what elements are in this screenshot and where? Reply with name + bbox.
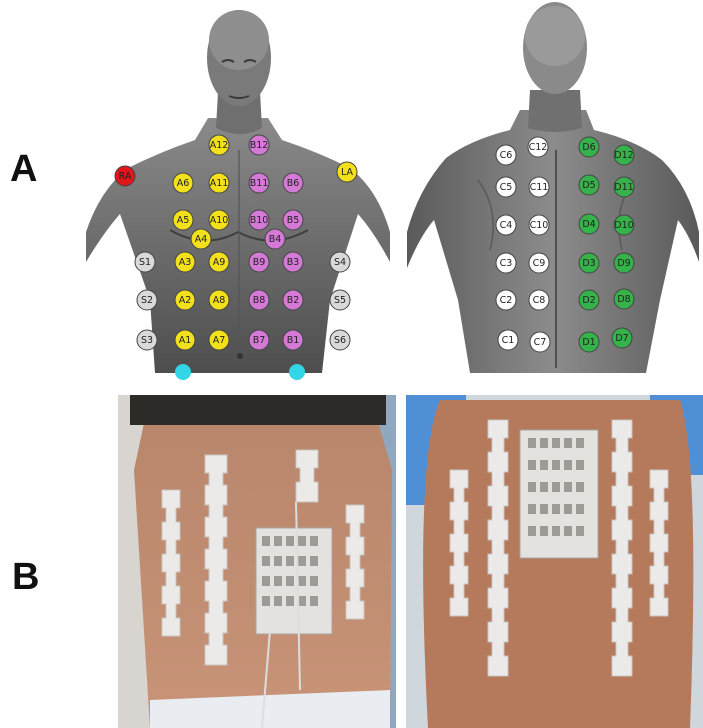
front-electrode-label-s6: S6 [334,335,346,346]
cyan-marker-2 [289,364,305,380]
back-electrode-label-c2: C2 [500,295,513,306]
front-electrode-label-a7: A7 [213,335,226,346]
front-electrode-label-b11: B11 [250,178,269,189]
front-electrode-label-a2: A2 [179,295,192,306]
front-electrode-label-a1: A1 [179,335,192,346]
front-electrode-label-b8: B8 [253,295,266,306]
front-electrode-label-b1: B1 [287,335,300,346]
front-electrode-label-a9: A9 [213,257,226,268]
back-electrode-label-c8: C8 [533,295,546,306]
back-electrode-label-d6: D6 [582,142,595,153]
back-electrode-label-d8: D8 [617,294,630,305]
front-electrode-label-a8: A8 [213,295,226,306]
front-electrode-label-s1: S1 [139,257,151,268]
back-electrode-label-d12: D12 [614,150,633,161]
back-body-model [407,2,699,373]
back-electrode-label-d10: D10 [614,220,633,231]
back-electrode-label-c1: C1 [502,335,515,346]
front-electrode-label-b6: B6 [287,178,300,189]
back-electrode-label-d2: D2 [582,295,595,306]
back-electrode-label-d5: D5 [582,180,595,191]
front-electrode-label-s2: S2 [141,295,153,306]
cyan-marker-1 [175,364,191,380]
front-electrode-label-b5: B5 [287,215,300,226]
front-photo [118,395,396,728]
front-electrode-label-b10: B10 [250,215,269,226]
front-electrode-label-a10: A10 [210,215,229,226]
front-electrode-label-a12: A12 [210,140,229,151]
back-electrode-label-c7: C7 [534,337,547,348]
back-electrode-label-d1: D1 [582,337,595,348]
front-electrode-label-b4: B4 [269,234,282,245]
back-electrode-label-c5: C5 [500,182,513,193]
front-electrode-label-a3: A3 [179,257,192,268]
back-electrode-label-c6: C6 [500,150,513,161]
back-electrode-label-c9: C9 [533,258,546,269]
front-electrode-label-a11: A11 [210,178,229,189]
front-electrode-label-b12: B12 [250,140,269,151]
front-electrode-label-a6: A6 [177,178,190,189]
back-electrode-label-d11: D11 [614,182,633,193]
front-electrode-label-b3: B3 [287,257,300,268]
front-electrode-label-s3: S3 [141,335,153,346]
back-electrode-label-d7: D7 [615,333,628,344]
front-electrode-label-b9: B9 [253,257,266,268]
back-electrode-label-c12: C12 [529,142,548,153]
back-electrode-label-c4: C4 [500,220,513,231]
front-electrode-label-b7: B7 [253,335,266,346]
front-electrode-label-b2: B2 [287,295,300,306]
back-electrode-label-d3: D3 [582,258,595,269]
back-electrode-label-c11: C11 [530,182,549,193]
back-electrode-label-c10: C10 [530,220,549,231]
front-electrode-label-s5: S5 [334,295,346,306]
front-electrode-label-s4: S4 [334,257,346,268]
front-electrode-label-ra: RA [119,171,132,182]
back-electrode-label-c3: C3 [500,258,513,269]
front-electrode-label-la: LA [341,167,354,178]
back-electrode-label-d4: D4 [582,219,595,230]
front-electrode-label-a4: A4 [195,234,208,245]
back-photo [406,395,703,728]
back-electrode-label-d9: D9 [617,258,630,269]
front-electrode-label-a5: A5 [177,215,190,226]
front-body-model [86,5,390,373]
